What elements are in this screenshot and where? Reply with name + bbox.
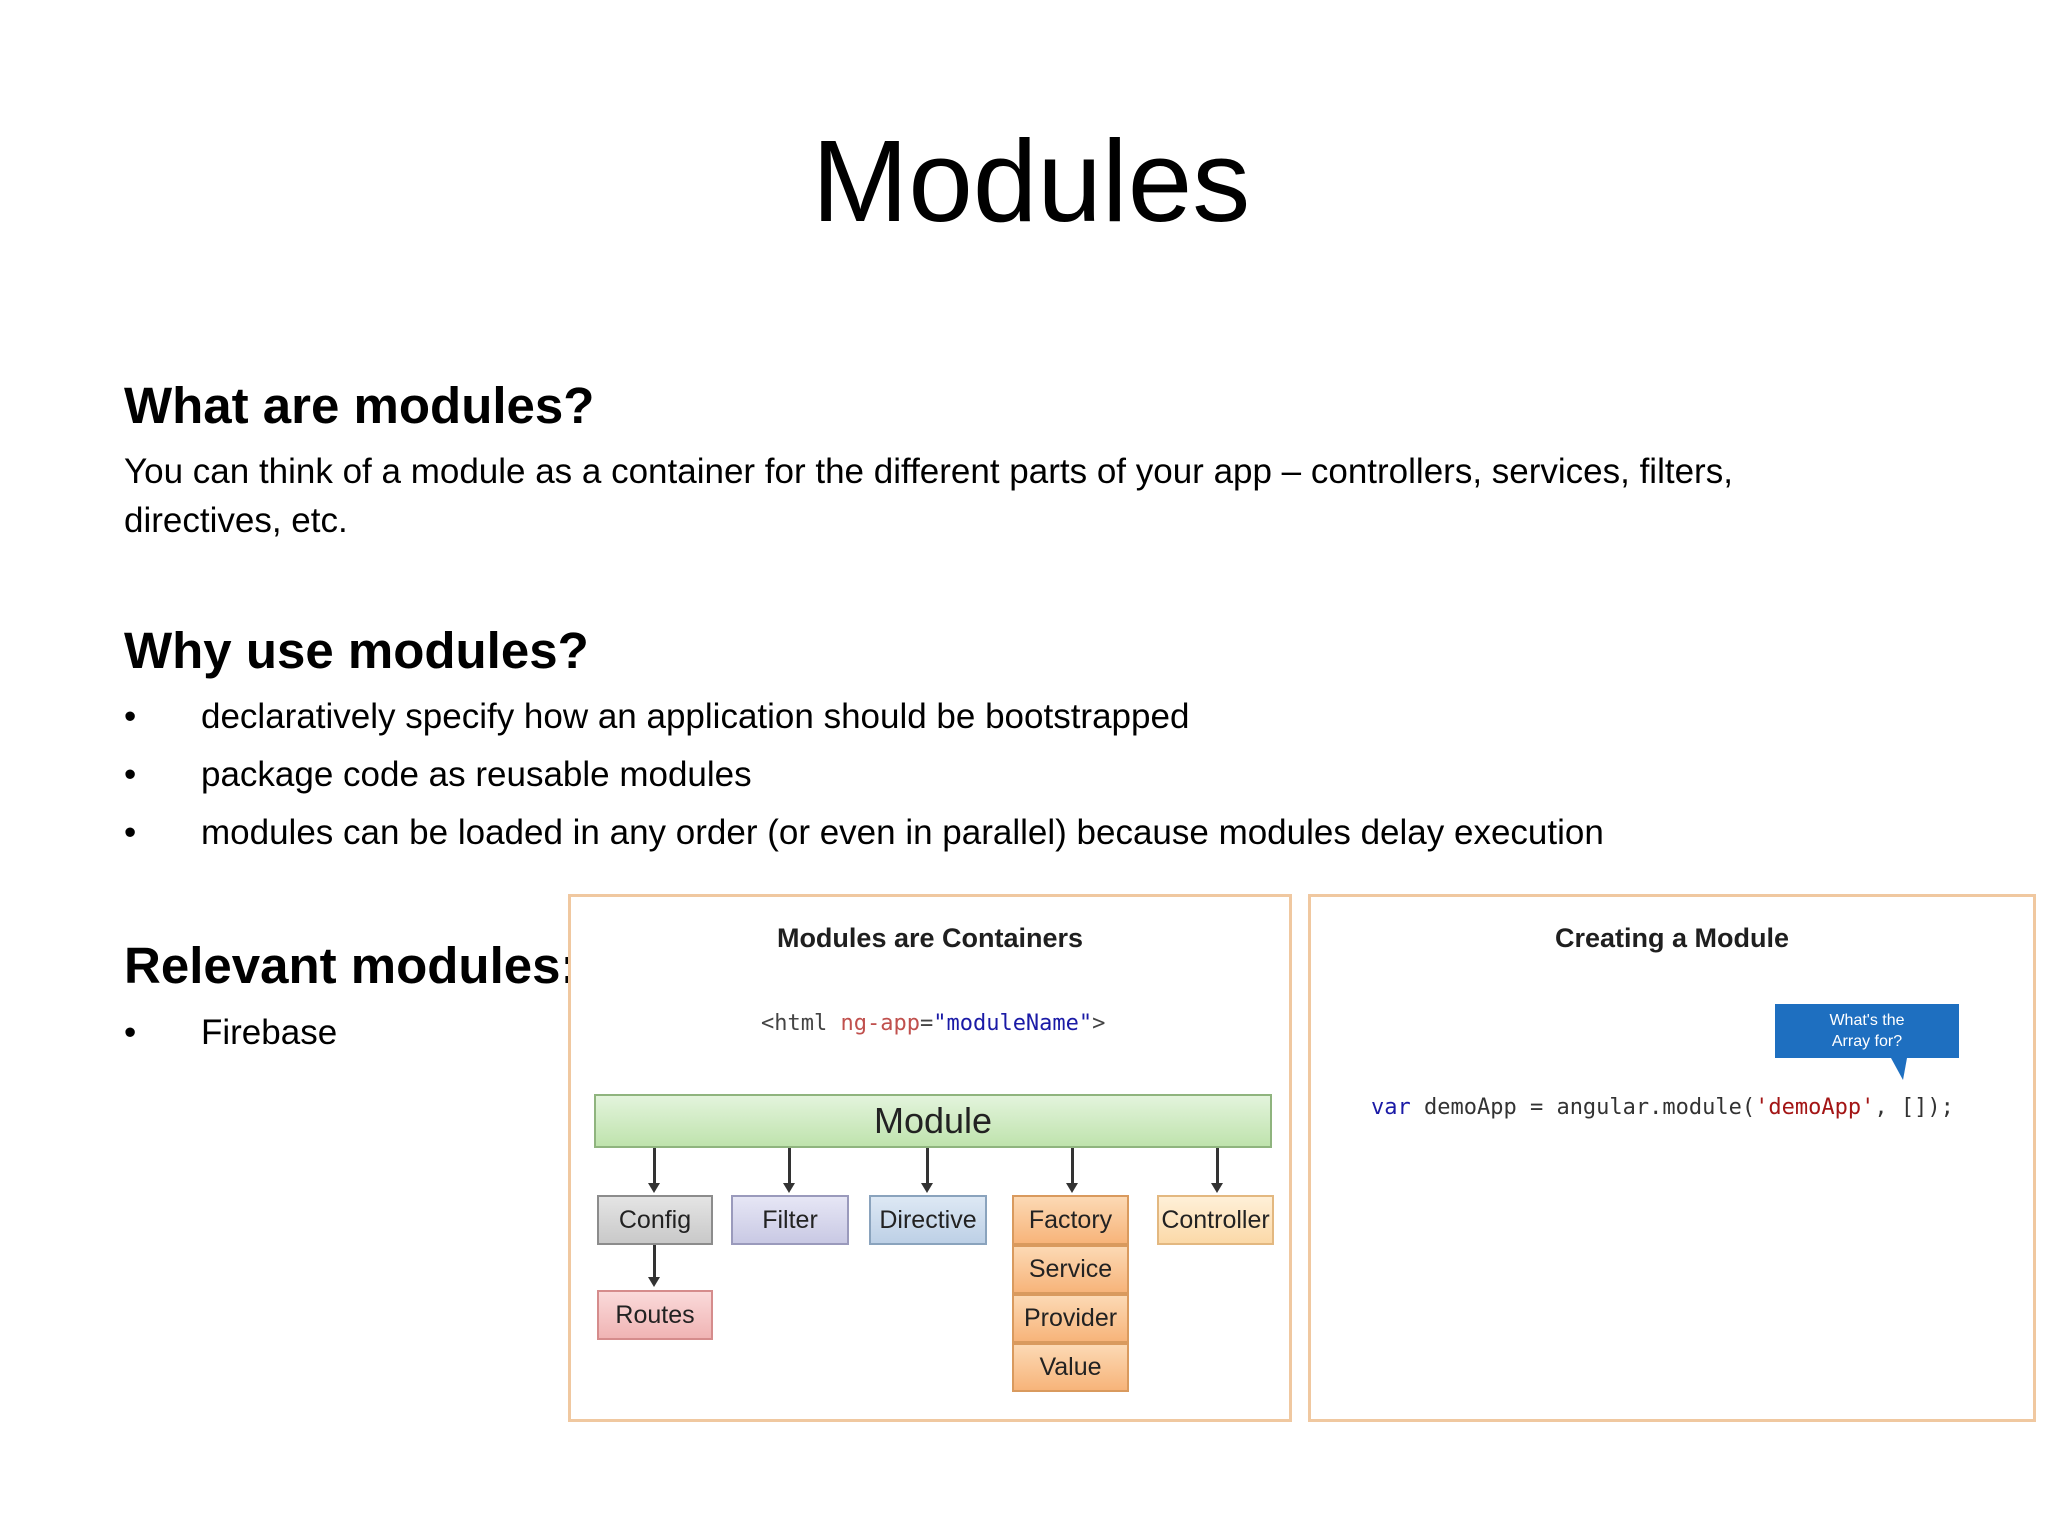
diagram-creating-a-module: Creating a Module What's the Array for? … [1308, 894, 2036, 1422]
box-directive: Directive [869, 1195, 987, 1245]
bullet-marker: • [124, 755, 137, 794]
box-filter: Filter [731, 1195, 849, 1245]
box-value: Value [1012, 1343, 1129, 1392]
arrow-down-icon [648, 1277, 660, 1287]
bullet-marker: • [124, 697, 137, 736]
arrow-down-icon [921, 1183, 933, 1193]
connector-line [1216, 1148, 1219, 1185]
code-tag-open: <html [761, 1011, 841, 1036]
bullet-text: package code as reusable modules [201, 755, 752, 794]
connector-line [1071, 1148, 1074, 1185]
create-module-code: var demoApp = angular.module('demoApp', … [1371, 1095, 1954, 1120]
bullet-text: modules can be loaded in any order (or e… [201, 813, 1604, 852]
arrow-down-icon [1066, 1183, 1078, 1193]
what-body-line-1: You can think of a module as a container… [124, 452, 1733, 491]
code-attr: ng-app [840, 1011, 920, 1036]
connector-line [926, 1148, 929, 1185]
heading-what-are-modules: What are modules? [124, 377, 595, 434]
diagram-title: Modules are Containers [776, 923, 1084, 953]
box-provider: Provider [1012, 1294, 1129, 1343]
callout-line-1: What's the [1829, 1012, 1905, 1029]
slide-title: Modules [811, 116, 1251, 246]
module-bar: Module [594, 1094, 1272, 1148]
box-routes: Routes [597, 1290, 713, 1340]
code-tag-close: > [1092, 1011, 1106, 1036]
code-text: , []); [1874, 1095, 1954, 1120]
code-eq: = [919, 1011, 934, 1036]
diagram-title: Creating a Module [1554, 923, 1790, 953]
arrow-down-icon [783, 1183, 795, 1193]
bullet-text: declaratively specify how an application… [201, 697, 1190, 736]
box-service: Service [1012, 1245, 1129, 1294]
connector-line [653, 1148, 656, 1185]
diagram-modules-are-containers: Modules are Containers <html ng-app="mod… [568, 894, 1292, 1422]
code-value: "moduleName" [933, 1011, 1093, 1036]
box-controller: Controller [1157, 1195, 1274, 1245]
code-text: demoApp = angular.module( [1410, 1095, 1756, 1120]
connector-line [788, 1148, 791, 1185]
html-ng-app-code: <html ng-app="moduleName"> [761, 1011, 1105, 1036]
bullet-marker: • [124, 813, 137, 852]
box-config: Config [597, 1195, 713, 1245]
bullet-marker: • [124, 1013, 137, 1052]
box-factory: Factory [1012, 1195, 1129, 1245]
code-string: 'demoApp' [1755, 1095, 1875, 1120]
callout-bubble: What's the Array for? [1775, 1004, 1959, 1058]
code-keyword: var [1371, 1095, 1411, 1120]
callout-pointer-icon [1891, 1058, 1907, 1080]
connector-line [653, 1245, 656, 1279]
what-body-line-2: directives, etc. [124, 501, 348, 540]
bullet-text: Firebase [201, 1013, 338, 1052]
arrow-down-icon [1211, 1183, 1223, 1193]
heading-why-use-modules: Why use modules? [124, 622, 589, 679]
heading-relevant-modules: Relevant modules: [124, 937, 578, 994]
callout-line-2: Array for? [1831, 1033, 1903, 1050]
arrow-down-icon [648, 1183, 660, 1193]
